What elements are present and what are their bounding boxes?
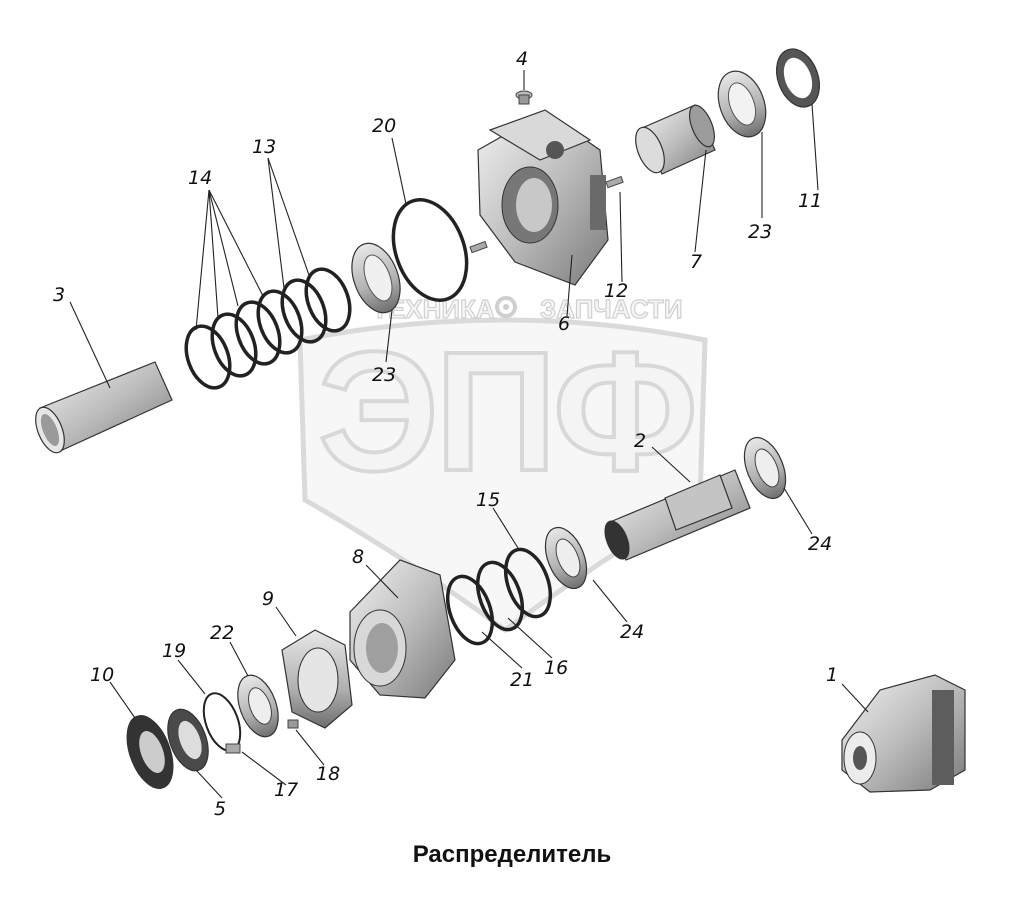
part-24-seal-right: [743, 436, 787, 500]
callout-6: 6: [558, 313, 570, 335]
callout-23-left: 23: [372, 364, 396, 386]
callout-15: 15: [476, 489, 500, 511]
part-8-housing: [349, 559, 456, 699]
callout-3: 3: [53, 284, 65, 306]
callout-24-left: 24: [620, 621, 644, 643]
callout-5: 5: [214, 798, 226, 820]
callout-24-right: 24: [808, 533, 832, 555]
callout-18: 18: [316, 763, 340, 785]
leader-lines: [69, 70, 869, 799]
callout-1: 1: [826, 664, 838, 686]
callout-10: 10: [90, 664, 114, 686]
gear-icon: [495, 296, 517, 318]
callout-19: 19: [162, 640, 186, 662]
part-9-flange: [281, 629, 353, 729]
part-15-16-21-rings: [445, 547, 553, 646]
callout-9: 9: [262, 588, 274, 610]
diagram-title: Распределитель: [413, 841, 612, 868]
part-18-pin: [287, 719, 299, 729]
callout-7: 7: [690, 251, 702, 273]
callout-23-right: 23: [748, 221, 772, 243]
callout-labels: 3 14 13 20 23 4 6 12 7 23 11 2 24 24 15 …: [53, 48, 838, 820]
part-23-bearing-left: [351, 242, 401, 314]
callout-22: 22: [210, 622, 234, 644]
callout-14: 14: [188, 167, 212, 189]
watermark-right-text: ЗАПЧАСТИ: [540, 294, 683, 324]
callout-11: 11: [798, 190, 822, 212]
part-17-clip: [225, 743, 241, 754]
part-10-disc: [126, 715, 174, 789]
part-11-washer: [775, 48, 821, 108]
part-5-washer: [167, 708, 209, 772]
callout-12: 12: [604, 280, 628, 302]
part-22-disc: [237, 674, 279, 738]
part-23-bearing-right: [717, 70, 767, 138]
callout-16: 16: [544, 657, 568, 679]
watermark: ЭПФ ТЕХНИКА ЗАПЧАСТИ: [297, 293, 708, 634]
callout-21: 21: [510, 669, 534, 691]
callout-13: 13: [252, 136, 276, 158]
part-20-ring: [391, 198, 469, 302]
callout-20: 20: [372, 115, 396, 137]
part-4-screw: [515, 90, 533, 105]
part-3-tube: [35, 361, 173, 454]
part-6-housing: [477, 109, 609, 286]
part-2-shaft: [604, 469, 751, 561]
callout-17: 17: [274, 779, 298, 801]
part-12-pins: [469, 175, 624, 254]
watermark-main-text: ЭПФ: [318, 317, 698, 507]
callout-4: 4: [516, 48, 528, 70]
part-24-seal-left: [544, 526, 588, 590]
part-7-sleeve: [635, 104, 716, 175]
callout-8: 8: [352, 546, 364, 568]
part-13-rings: [256, 267, 352, 355]
part-1-assembly: [841, 674, 966, 793]
part-14-rings: [184, 300, 282, 390]
callout-2: 2: [634, 430, 646, 452]
